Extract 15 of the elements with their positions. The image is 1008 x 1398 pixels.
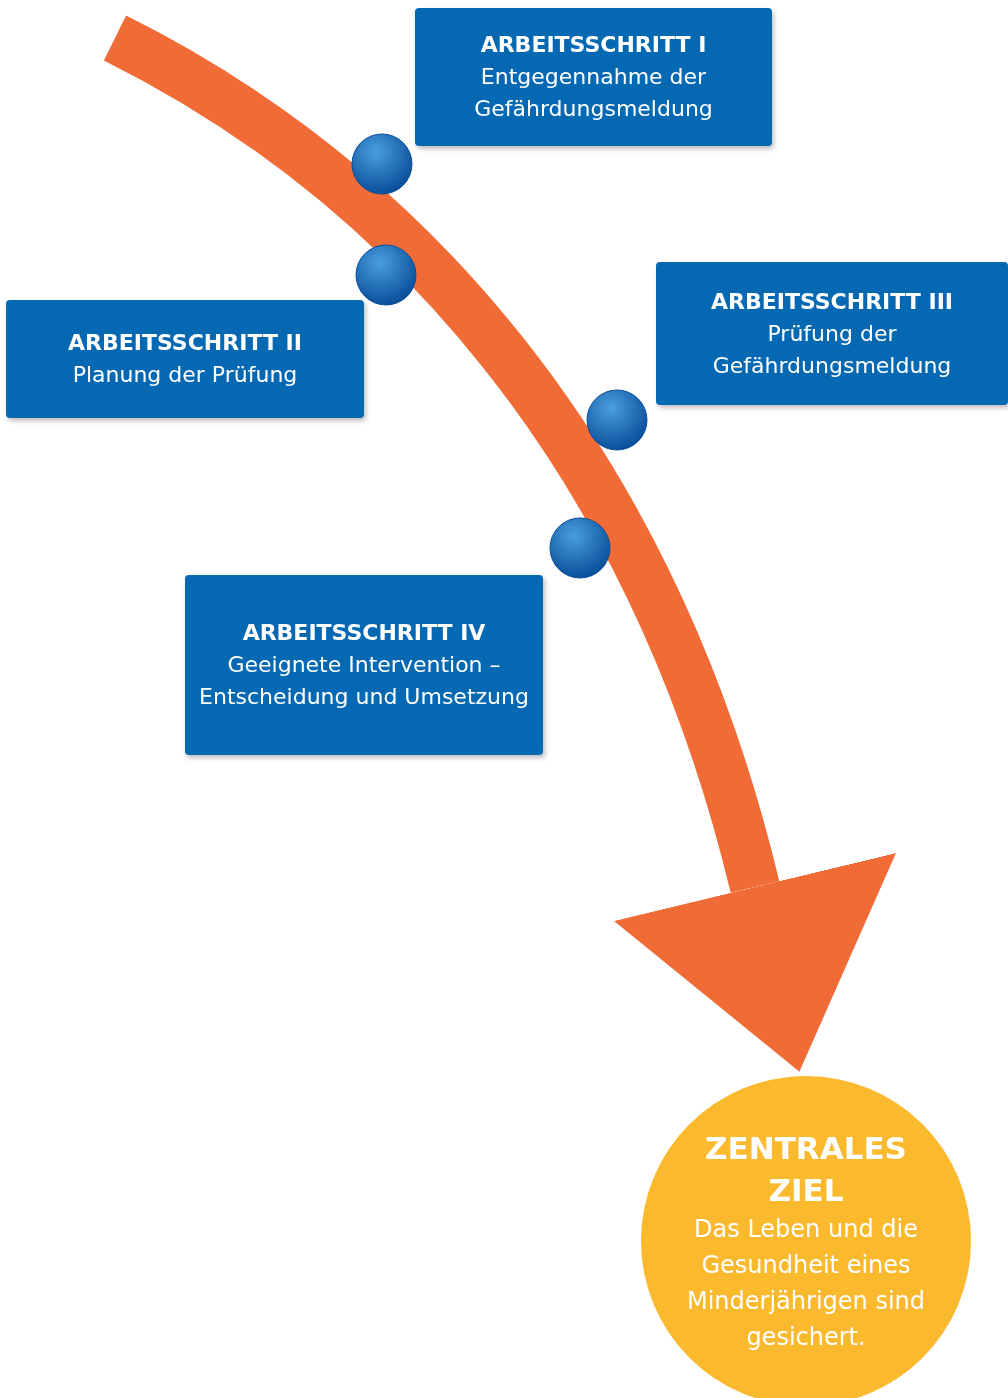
curved-arrow xyxy=(103,16,895,1071)
step-heading: ARBEITSSCHRITT III xyxy=(710,287,954,316)
step-heading: ARBEITSSCHRITT I xyxy=(480,31,707,59)
step-heading: ZENTRALES ZIEL xyxy=(704,1129,908,1210)
step-heading: ARBEITSSCHRITT II xyxy=(68,329,302,357)
step-description: Planung der Prüfung xyxy=(72,361,298,389)
process-box xyxy=(185,575,543,755)
step-description: Entgegennahme der Gefährdungsmeldung xyxy=(473,63,714,123)
step-description: Das Leben und die Gesundheit eines Minderjährigen sind gesichert. xyxy=(686,1214,926,1353)
step-description: Geeignete Intervention – Entscheidung und Umsetzung xyxy=(199,651,529,711)
process-box xyxy=(656,262,1008,405)
process-box xyxy=(415,8,772,146)
step-heading: ARBEITSSCHRITT IV xyxy=(242,619,486,647)
process-box xyxy=(6,300,364,418)
step-description: Prüfung der Gefährdungsmeldung xyxy=(711,319,953,380)
